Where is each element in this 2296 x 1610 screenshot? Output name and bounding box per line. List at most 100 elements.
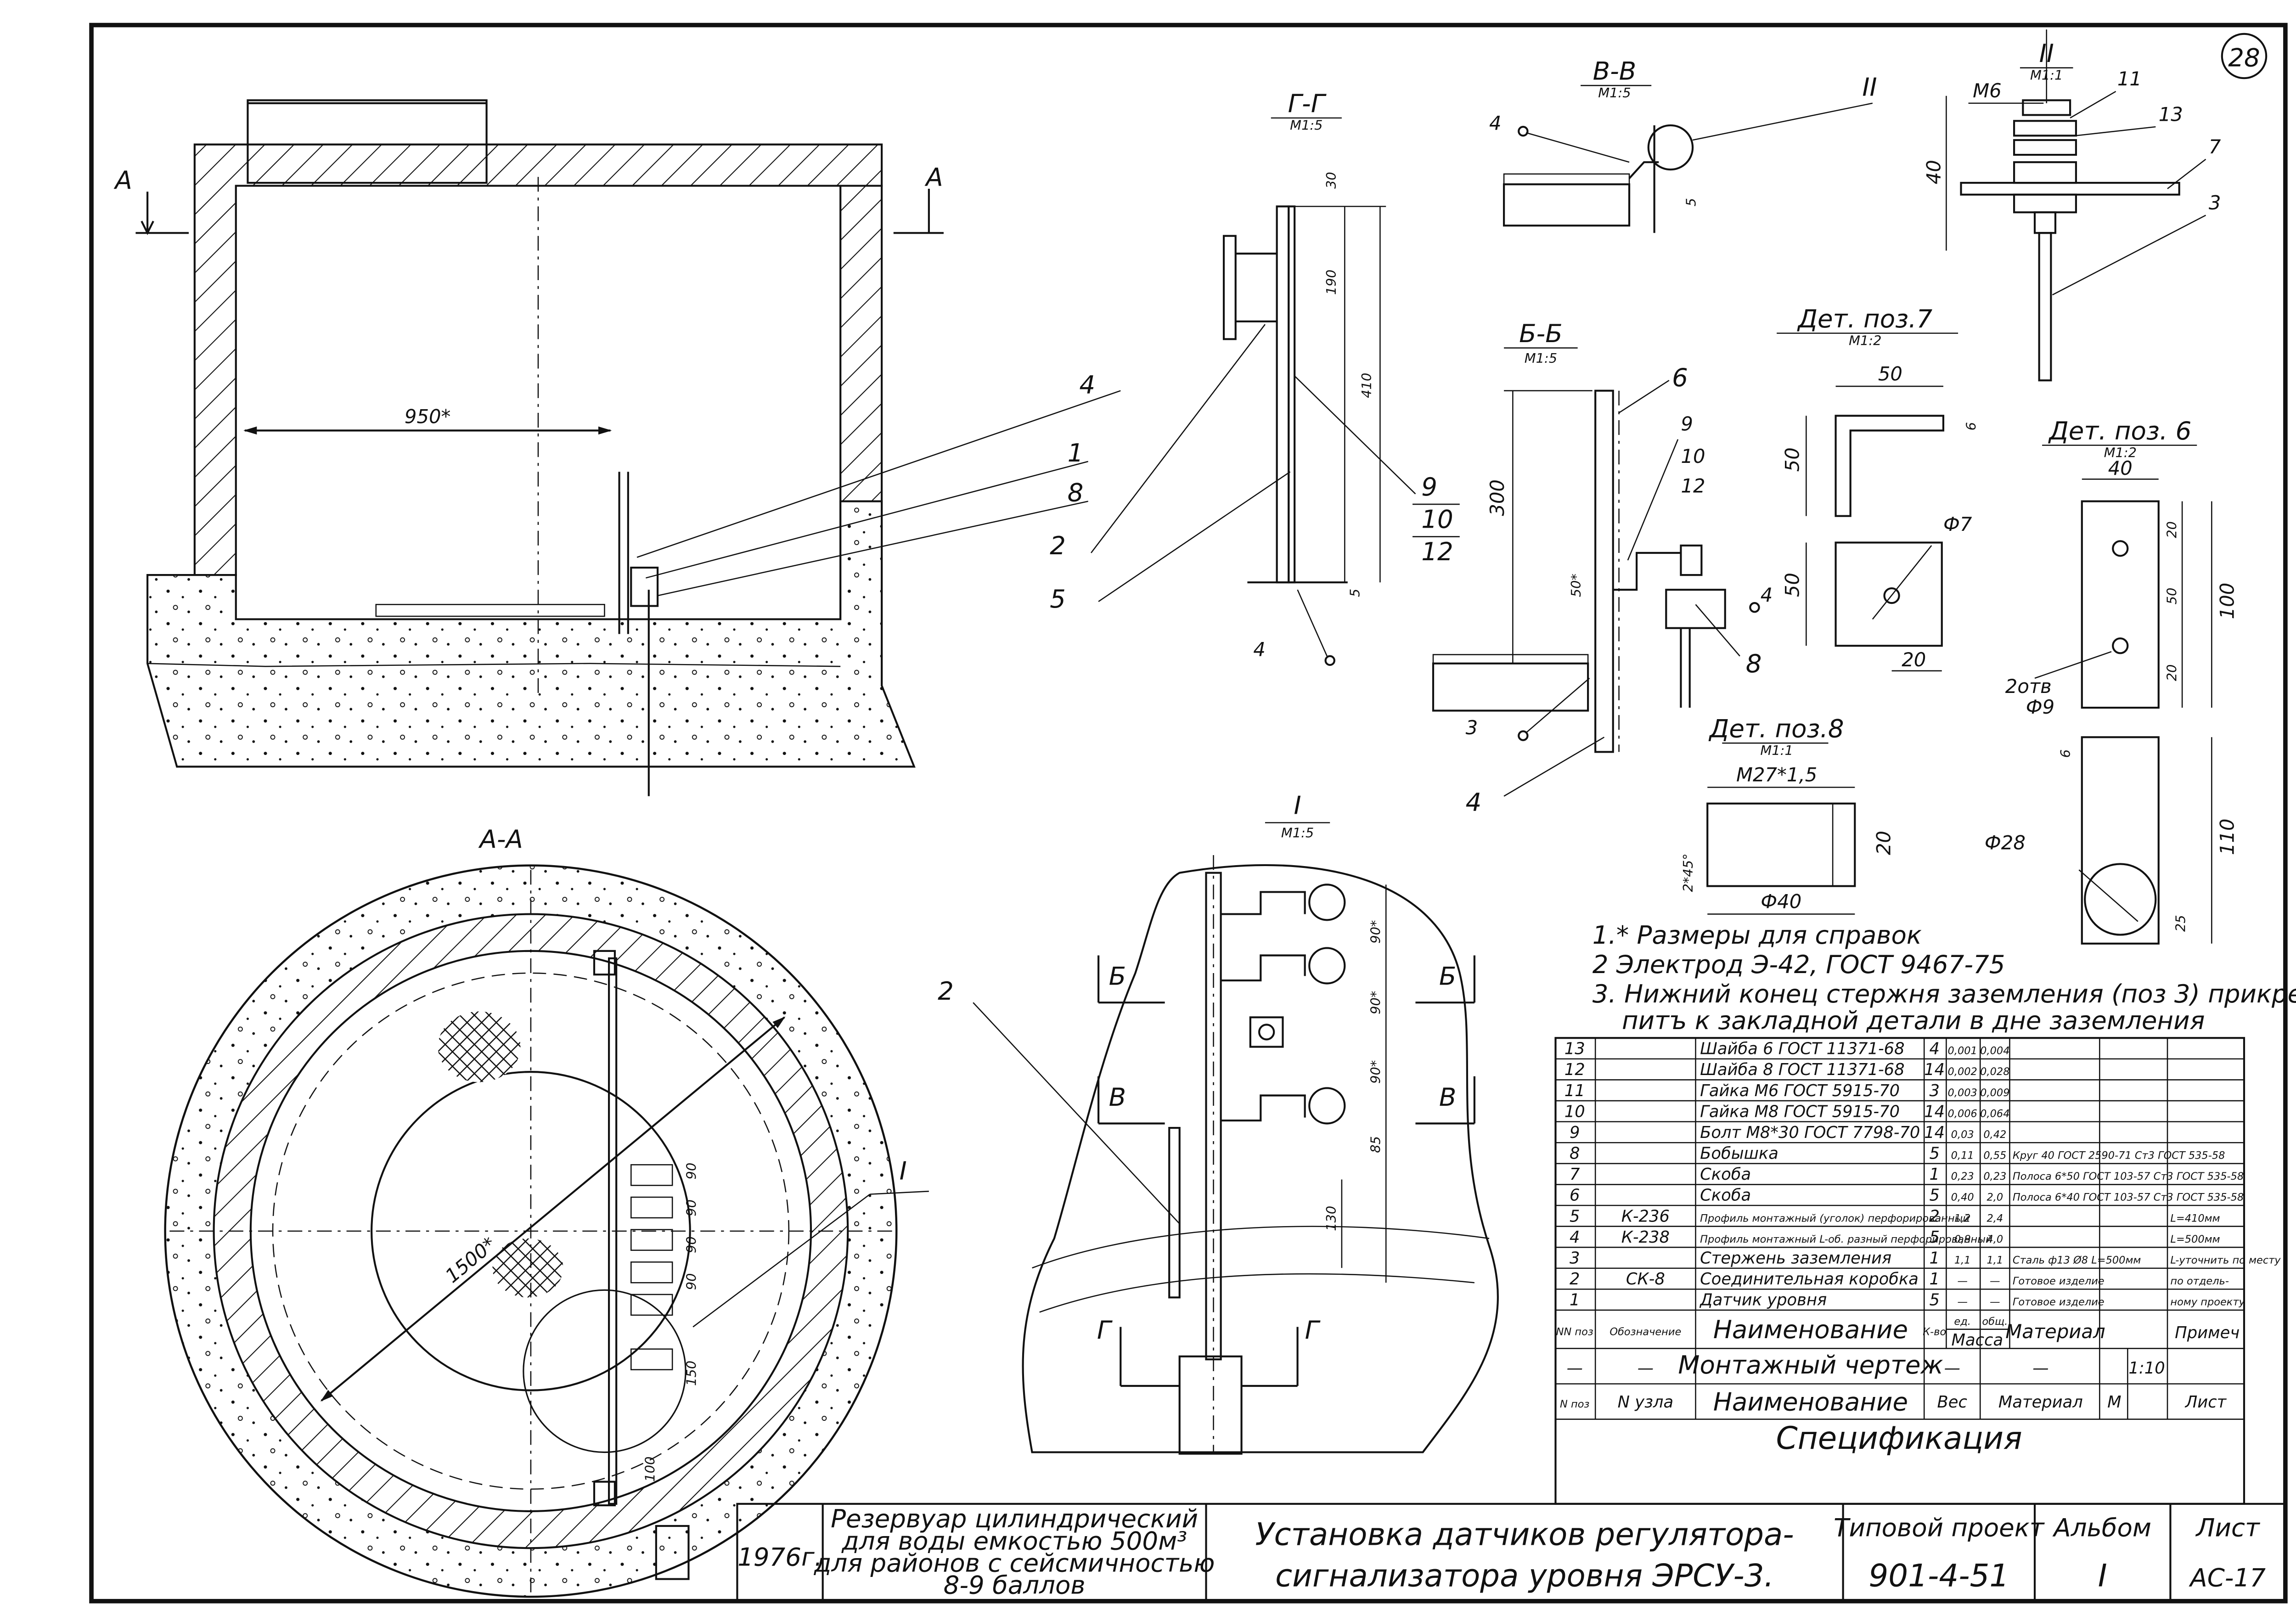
spec-row-mass-total: 4,0: [1986, 1233, 2003, 1245]
dim-ii-40: 40: [1923, 160, 1945, 184]
spec-row-pos: 12: [1564, 1060, 1585, 1079]
weld-mark-4: 4: [1253, 638, 1266, 661]
spec-row-qty: 4: [1929, 1040, 1939, 1058]
dim-190: 190: [1323, 270, 1339, 295]
plan-view-aa: А-А 1500* 90 90 90 90 150 10: [164, 824, 929, 1598]
spec-row-pos: 10: [1564, 1102, 1585, 1121]
spec-head-m1: ед.: [1954, 1316, 1971, 1328]
det7-dim-50-top: 50: [1878, 362, 1902, 385]
tb-desc-1: Резервуар цилиндрический: [831, 1504, 1198, 1533]
spec-head-qty: К-во: [1923, 1326, 1946, 1338]
section-mark-a-right: А: [924, 163, 943, 192]
spec-row-name: Профиль монтажный (уголок) перфорированн…: [1700, 1212, 1970, 1224]
spec-row-mass-total: 2,4: [1986, 1212, 2003, 1224]
spec-row-mass-unit: 0,002: [1948, 1066, 1977, 1078]
spec-row-note: L=410мм: [2170, 1212, 2220, 1224]
callout-6: 6: [1672, 363, 1688, 392]
cut-mark-b-right: Б: [1439, 962, 1456, 991]
det8-chamfer: 2*45°: [1680, 853, 1696, 892]
tb-typ-value: 901-4-51: [1868, 1558, 2009, 1594]
spec-row-material: Полоса 6*40 ГОСТ 103-57 Ст3 ГОСТ 535-58: [2013, 1192, 2244, 1204]
dim-m6: М6: [1973, 79, 2002, 102]
det7-dim-20: 20: [1902, 648, 1926, 671]
dim-plan-90-1: 90: [684, 1163, 699, 1180]
callout-II: II: [1862, 73, 1877, 102]
callout-1: 1: [1068, 438, 1084, 467]
spec-head-mass: Масса: [1952, 1331, 2003, 1350]
spec-row-mass-total: 0,55: [1983, 1150, 2006, 1162]
spec-row-qty: 14: [1924, 1123, 1945, 1142]
callout-4: 4: [1079, 370, 1095, 400]
spec-row-mass-unit: 1,1: [1954, 1255, 1971, 1267]
title-block: 1976г. Резервуар цилиндрический для воды…: [736, 1503, 2286, 1602]
detail-6: Дет. поз. 6 М1:2 40 20 50 20 100 2отв Ф9…: [1985, 416, 2239, 945]
node-i-130: 130: [1323, 1206, 1339, 1231]
det7-phi7: Ф7: [1943, 513, 1972, 535]
spec-row-name: Профиль монтажный L-об. разный перфориро…: [1700, 1233, 1992, 1245]
det8-phi40: Ф40: [1761, 890, 1801, 913]
spec-row-mass-total: 2,0: [1986, 1192, 2003, 1204]
spec-row-name: Стержень заземления: [1700, 1249, 1891, 1268]
spec-mount-c: —: [1944, 1359, 1960, 1378]
spec-row-qty: 3: [1929, 1081, 1939, 1100]
tb-year: 1976г.: [737, 1542, 822, 1572]
det6-dim-6: 6: [2058, 749, 2073, 758]
spec-row-mass-total: 0,23: [1983, 1171, 2006, 1182]
callout-10-bb: 10: [1681, 445, 1705, 467]
spec-head-pos: NN поз: [1556, 1326, 1593, 1338]
spec-head-code: Обозначение: [1609, 1326, 1681, 1338]
spec-row-note: L=500мм: [2170, 1233, 2220, 1245]
spec-row-qty: 5: [1929, 1291, 1939, 1310]
node-ii: II М1:1 М6 40 11 13 7 3: [1923, 29, 2221, 382]
det6-dim-110: 110: [2216, 819, 2239, 856]
spec-row-mass-unit: 0,03: [1951, 1129, 1974, 1141]
spec-title: Спецификация: [1776, 1420, 2022, 1456]
spec-row-mass-total: —: [1990, 1275, 2000, 1287]
det6-2holes: 2отв: [2005, 675, 2052, 698]
node-i: I М1:5 90* 90* 90* 85 130: [938, 790, 1499, 1455]
spec-row-mass-unit: 0,11: [1951, 1150, 1974, 1162]
spec-row-name: Скоба: [1700, 1186, 1751, 1205]
section-bb-scale: М1:5: [1525, 350, 1557, 366]
section-view-tank: 950* А А 4 1 8: [113, 99, 1121, 796]
section-bb-title: Б-Б: [1519, 319, 1563, 348]
spec-foot-name: Наименование: [1713, 1387, 1908, 1416]
det6-dim-25: 25: [2173, 915, 2189, 932]
spec-head-material: Материал: [2005, 1320, 2105, 1343]
det7-scale: М1:2: [1849, 332, 1881, 348]
spec-foot-pos: N поз: [1560, 1398, 1589, 1410]
spec-row-name: Датчик уровня: [1699, 1291, 1827, 1310]
spec-head-m2: общ.: [1982, 1316, 2008, 1328]
spec-head-name: Наименование: [1713, 1315, 1908, 1344]
spec-row-mass-unit: 0,8: [1954, 1233, 1971, 1245]
spec-row-mass-total: 0,028: [1980, 1066, 2009, 1078]
cut-mark-v-right: В: [1439, 1082, 1456, 1112]
dim-plan-90-2: 90: [684, 1199, 699, 1216]
note-4: питъ к закладной детали в дне заземления: [1622, 1006, 2205, 1035]
callout-9-gg: 9: [1421, 472, 1437, 501]
det7-title: Дет. поз.7: [1797, 304, 1932, 333]
spec-row-mass-unit: 1,2: [1954, 1212, 1971, 1224]
section-vv: В-В М1:5 II 4 5: [1489, 56, 1877, 233]
spec-row-mass-unit: 0,001: [1948, 1045, 1977, 1057]
node-i-85: 85: [1367, 1136, 1383, 1153]
spec-mount-a: —: [1567, 1359, 1583, 1378]
section-vv-title: В-В: [1593, 56, 1637, 85]
det8-scale: М1:1: [1760, 743, 1793, 758]
callout-8: 8: [1068, 478, 1084, 507]
dim-410: 410: [1359, 373, 1374, 398]
detail-7: Дет. поз.7 М1:2 50 6 50 Ф7 50 20: [1777, 304, 1979, 672]
spec-row-name: Скоба: [1700, 1165, 1751, 1184]
spec-row-name: Бобышка: [1700, 1144, 1778, 1163]
detail-8: Дет. поз.8 М1:1 М27*1,5 Ф40 20 2*45°: [1680, 714, 1895, 915]
tb-sheet-label: Лист: [2195, 1513, 2261, 1542]
dim-50s: 50*: [1568, 574, 1584, 597]
spec-row-name: Гайка М8 ГОСТ 5915-70: [1700, 1102, 1900, 1121]
cut-mark-g-left: Г: [1097, 1315, 1113, 1345]
tb-album-value: I: [2098, 1558, 2107, 1594]
section-gg-title: Г-Г: [1288, 89, 1327, 118]
spec-row-pos: 11: [1564, 1081, 1585, 1100]
spec-row-mass-total: 0,009: [1980, 1087, 2009, 1099]
dim-plan-90-4: 90: [684, 1273, 699, 1290]
spec-row-pos: 1: [1570, 1291, 1580, 1310]
